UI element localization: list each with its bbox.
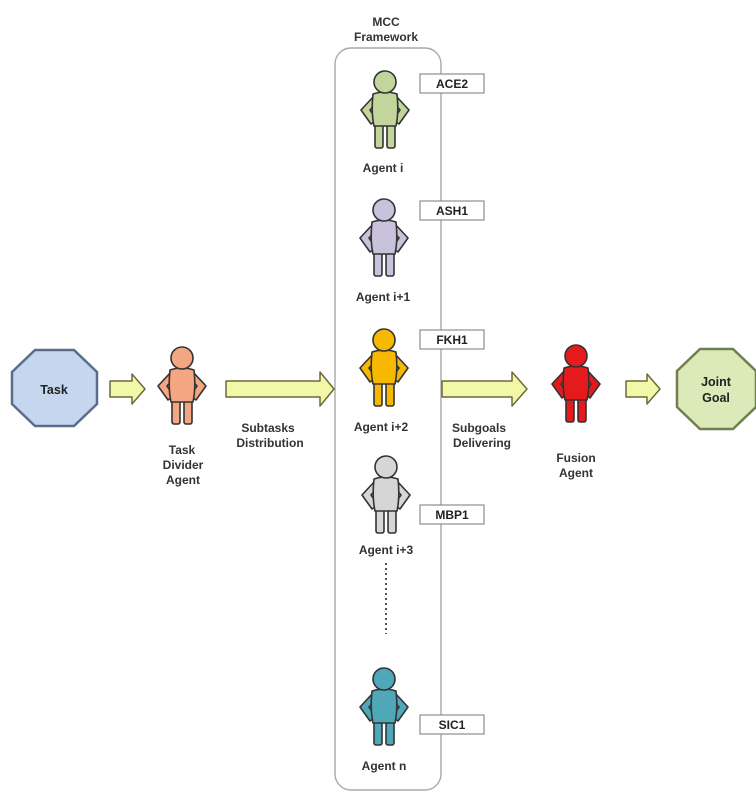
framework-title-line1: MCC [372,15,400,29]
fusion-agent-figure [551,344,601,423]
agent-figure [359,198,409,277]
agent-label: Agent i+1 [356,290,411,304]
agent-0: ACE2 Agent i [360,70,485,175]
divider-agent-label-line1: Task [169,443,196,457]
gene-tag-box [419,329,485,350]
goal-node [675,347,756,431]
gene-tag-box [419,504,485,525]
arrow-fusion-to-goal [625,373,661,405]
agent-label: Agent i+3 [359,543,414,557]
fusion-agent-label-line1: Fusion [556,451,595,465]
gene-tag: ACE2 [436,77,468,91]
agent-figure [359,667,409,746]
gene-tag-box [419,200,485,221]
distribution-label-line1: Subtasks [241,421,295,435]
agent-1: ASH1 Agent i+1 [356,198,485,304]
gene-tag: ASH1 [436,204,468,218]
gene-tag: SIC1 [439,718,466,732]
agent-4: SIC1 Agent n [359,667,485,773]
gene-tag: FKH1 [436,333,468,347]
agent-figure [359,328,409,407]
gene-tag-box [419,73,485,94]
agent-label: Agent i [363,161,404,175]
distribution-label-line2: Distribution [236,436,303,450]
divider-agent-figure [157,346,207,425]
agent-figure [361,455,411,534]
task-label: Task [40,383,68,397]
arrow-task-to-divider [109,373,146,405]
goal-label-line1: Joint [701,375,732,389]
agent-3: MBP1 Agent i+3 [359,455,485,557]
arrow-subtasks-distribution [225,371,335,407]
agent-label: Agent n [362,759,407,773]
arrow-subgoals-delivering [441,371,528,407]
delivering-label-line1: Subgoals [452,421,506,435]
framework-container [334,47,442,791]
divider-agent-label-line3: Agent [166,473,200,487]
divider-agent-label-line2: Divider [163,458,204,472]
agent-figure [360,70,410,149]
delivering-label-line2: Delivering [453,436,511,450]
framework-title-line2: Framework [354,30,418,44]
agent-label: Agent i+2 [354,420,409,434]
fusion-agent-label-line2: Agent [559,466,593,480]
gene-tag: MBP1 [435,508,469,522]
gene-tag-box [419,714,485,735]
goal-label-line2: Goal [702,391,730,405]
agent-2: FKH1 Agent i+2 [354,328,485,434]
task-node [10,348,99,428]
